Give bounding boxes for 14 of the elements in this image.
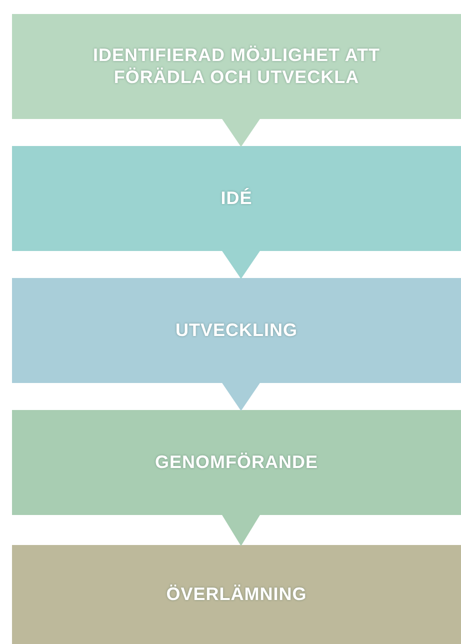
- arrow: [221, 250, 261, 279]
- process-box: [12, 14, 461, 119]
- arrow: [221, 514, 261, 546]
- process-box: [12, 410, 461, 515]
- step-label: UTVECKLING: [176, 320, 298, 342]
- step-label: IDENTIFIERAD MÖJLIGHET ATT FÖRÄDLA OCH UTVECKLA: [92, 44, 381, 88]
- process-box: [12, 146, 461, 251]
- process-box: [12, 545, 461, 644]
- step-label: IDÉ: [220, 188, 252, 210]
- arrow: [221, 382, 261, 411]
- step-label: GENOMFÖRANDE: [155, 452, 318, 474]
- arrow: [221, 118, 261, 147]
- step-label: ÖVERLÄMNING: [166, 584, 307, 606]
- process-box: [12, 278, 461, 383]
